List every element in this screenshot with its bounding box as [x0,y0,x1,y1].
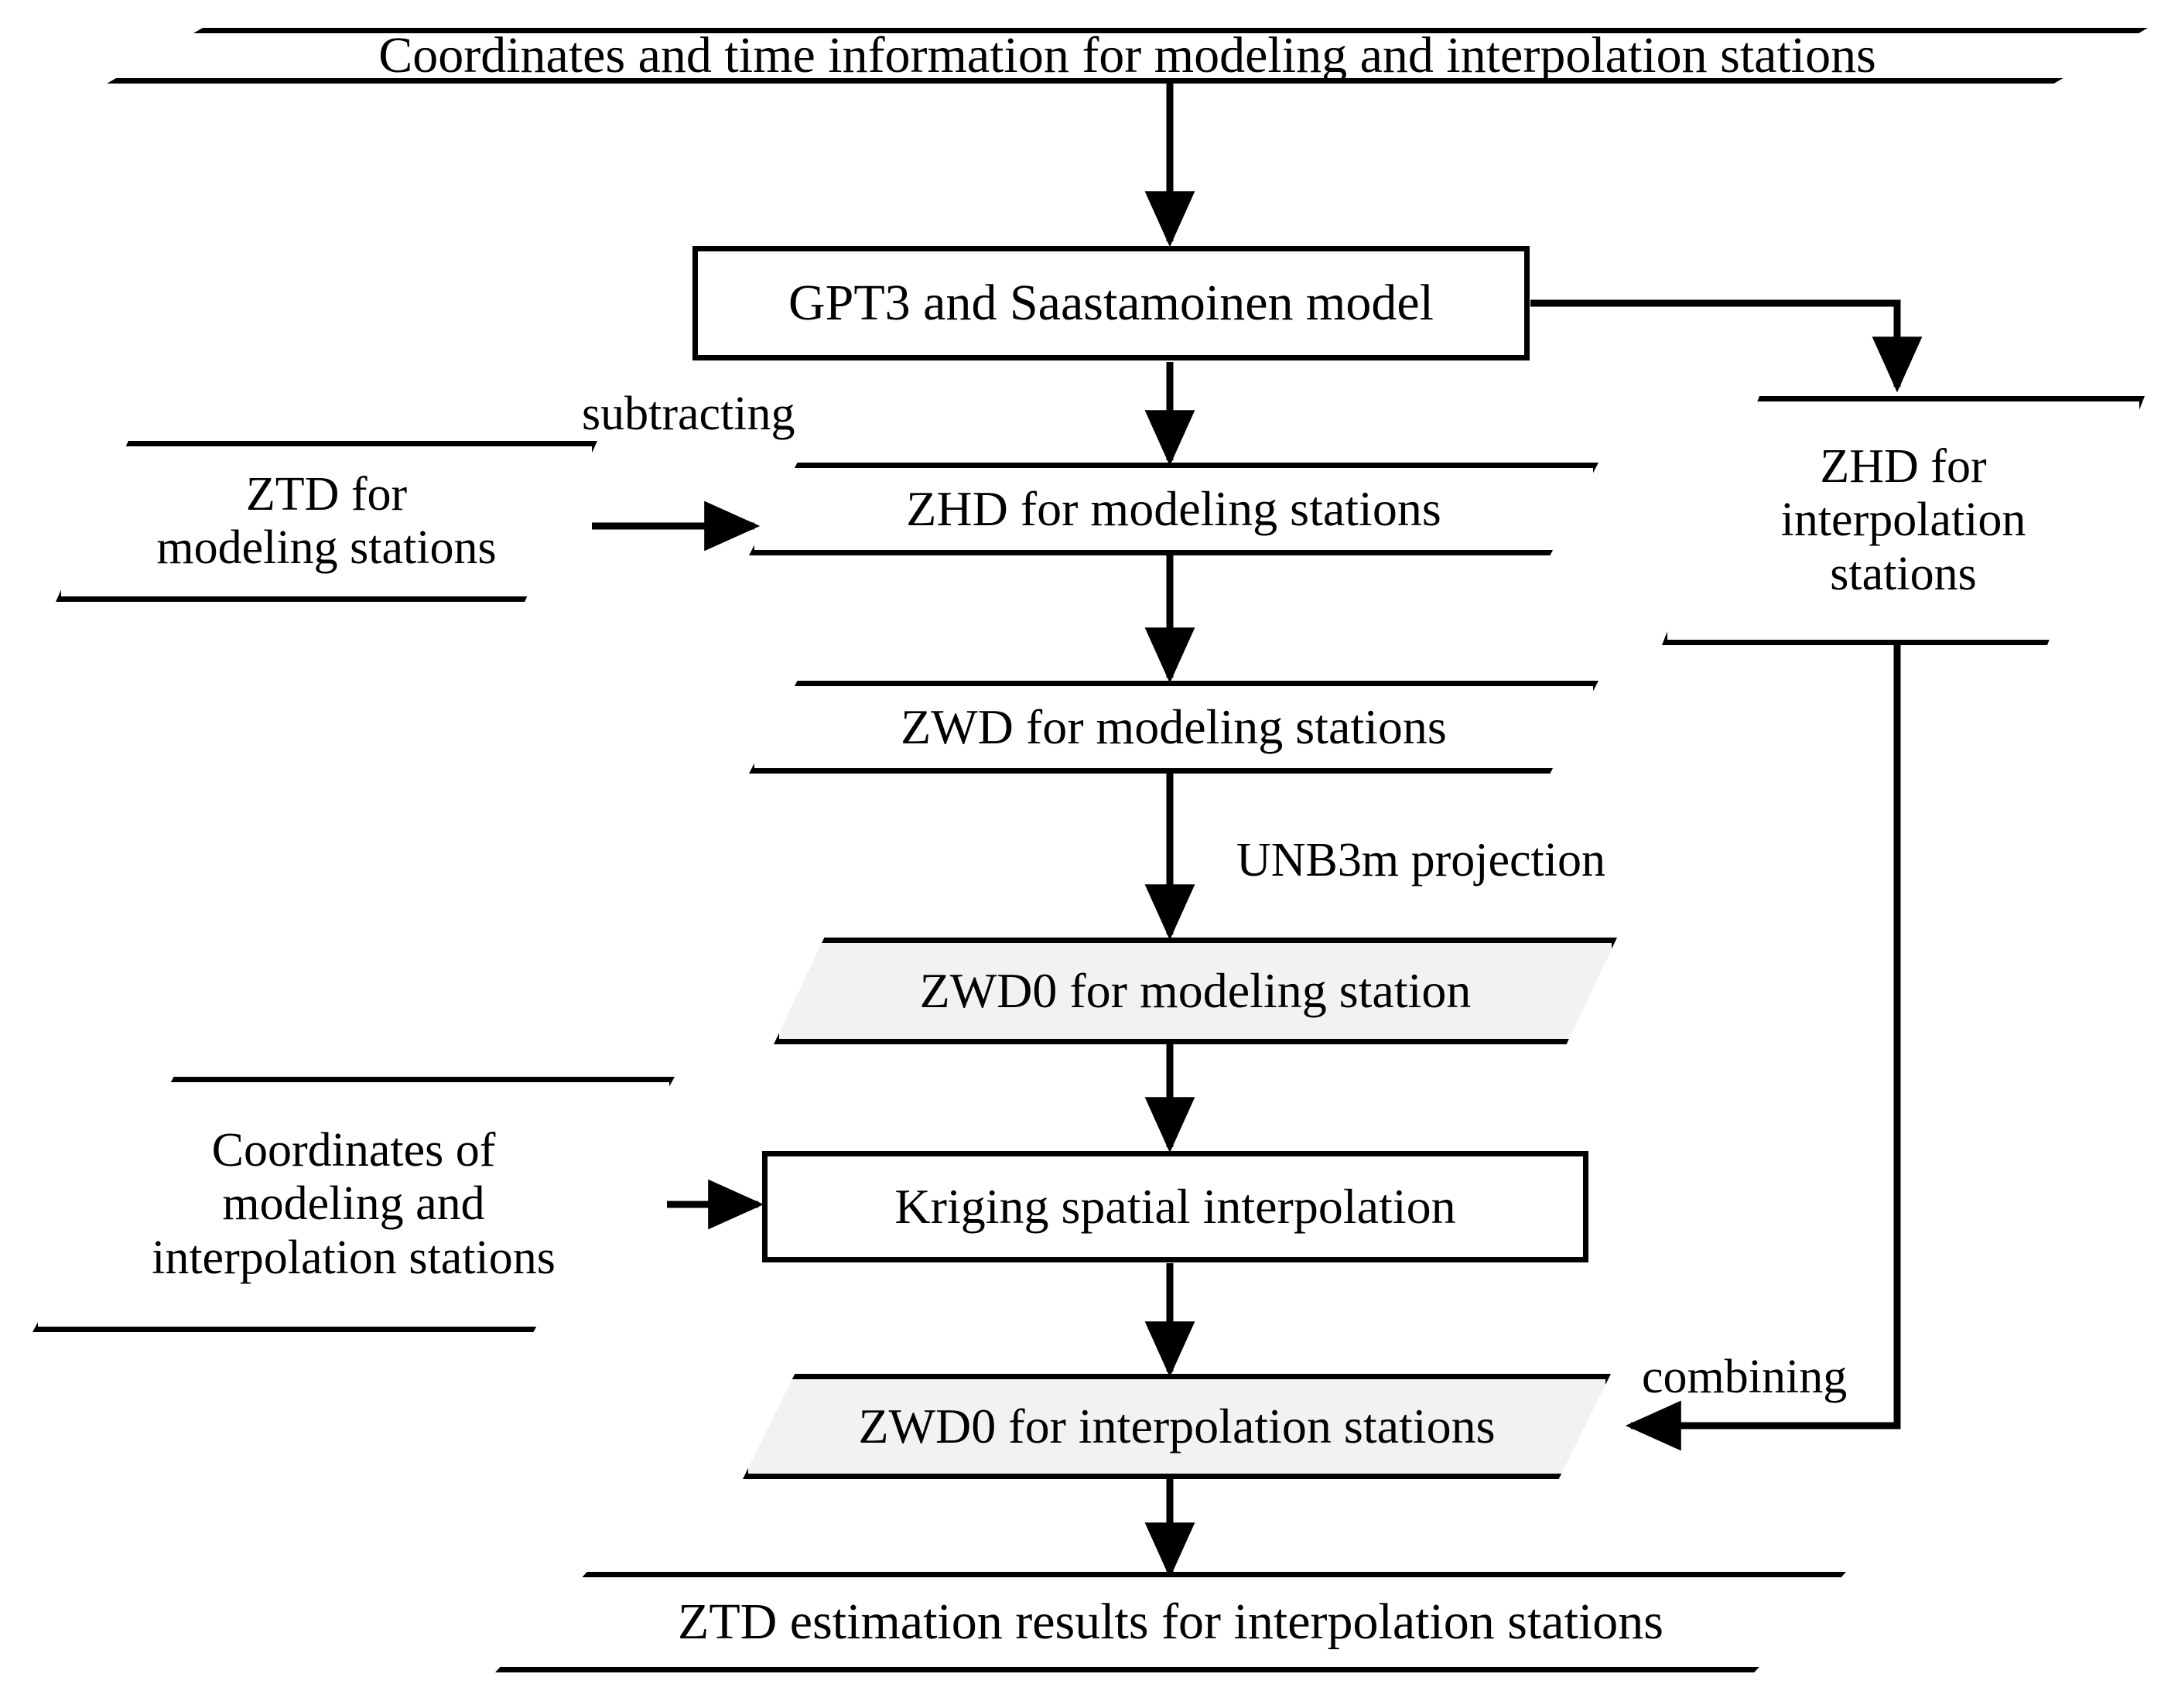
node-kriging[interactable]: Kriging spatial interpolation [762,1151,1588,1262]
edge-label-text: subtracting [582,388,795,440]
node-label: ZWD for modeling stations [901,699,1447,755]
node-input-coords-time[interactable]: Coordinates and time information for mod… [107,28,2148,84]
arrow-group [592,84,1195,1579]
node-label: ZHD for modeling stations [906,481,1441,537]
node-label: ZWD0 for interpolation stations [858,1399,1496,1454]
node-gpt3-saastamoinen[interactable]: GPT3 and Saastamoinen model [692,246,1530,360]
edge-label-subtracting: subtracting [582,387,795,442]
node-label: ZTD for modeling stations [156,467,497,574]
arrow-zhd-interp-to-zwd0interp [1625,645,1901,1451]
node-label: ZHD for interpolation stations [1780,439,2026,600]
node-zwd0-modeling[interactable]: ZWD0 for modeling station [774,938,1617,1044]
node-zhd-modeling[interactable]: ZHD for modeling stations [749,463,1598,555]
node-zwd-modeling[interactable]: ZWD for modeling stations [749,681,1598,774]
node-label: GPT3 and Saastamoinen model [788,275,1434,332]
node-ztd-modeling[interactable]: ZTD for modeling stations [56,441,597,602]
edge-label-unb3m: UNB3m projection [1236,833,1605,888]
arrow-gpt3-to-zhd-interp [1530,299,1923,393]
node-ztd-results[interactable]: ZTD estimation results for interpolation… [495,1572,1846,1672]
edge-label-text: UNB3m projection [1236,834,1605,886]
edge-label-combining: combining [1642,1350,1847,1405]
edge-label-text: combining [1642,1351,1848,1403]
node-label: ZTD estimation results for interpolation… [678,1594,1663,1651]
node-zwd0-interpolation[interactable]: ZWD0 for interpolation stations [743,1374,1611,1479]
node-label: ZWD0 for modeling station [919,963,1472,1019]
node-label: Coordinates of modeling and interpolatio… [152,1123,556,1284]
node-label: Coordinates and time information for mod… [378,27,1876,84]
node-label: Kriging spatial interpolation [894,1179,1456,1235]
